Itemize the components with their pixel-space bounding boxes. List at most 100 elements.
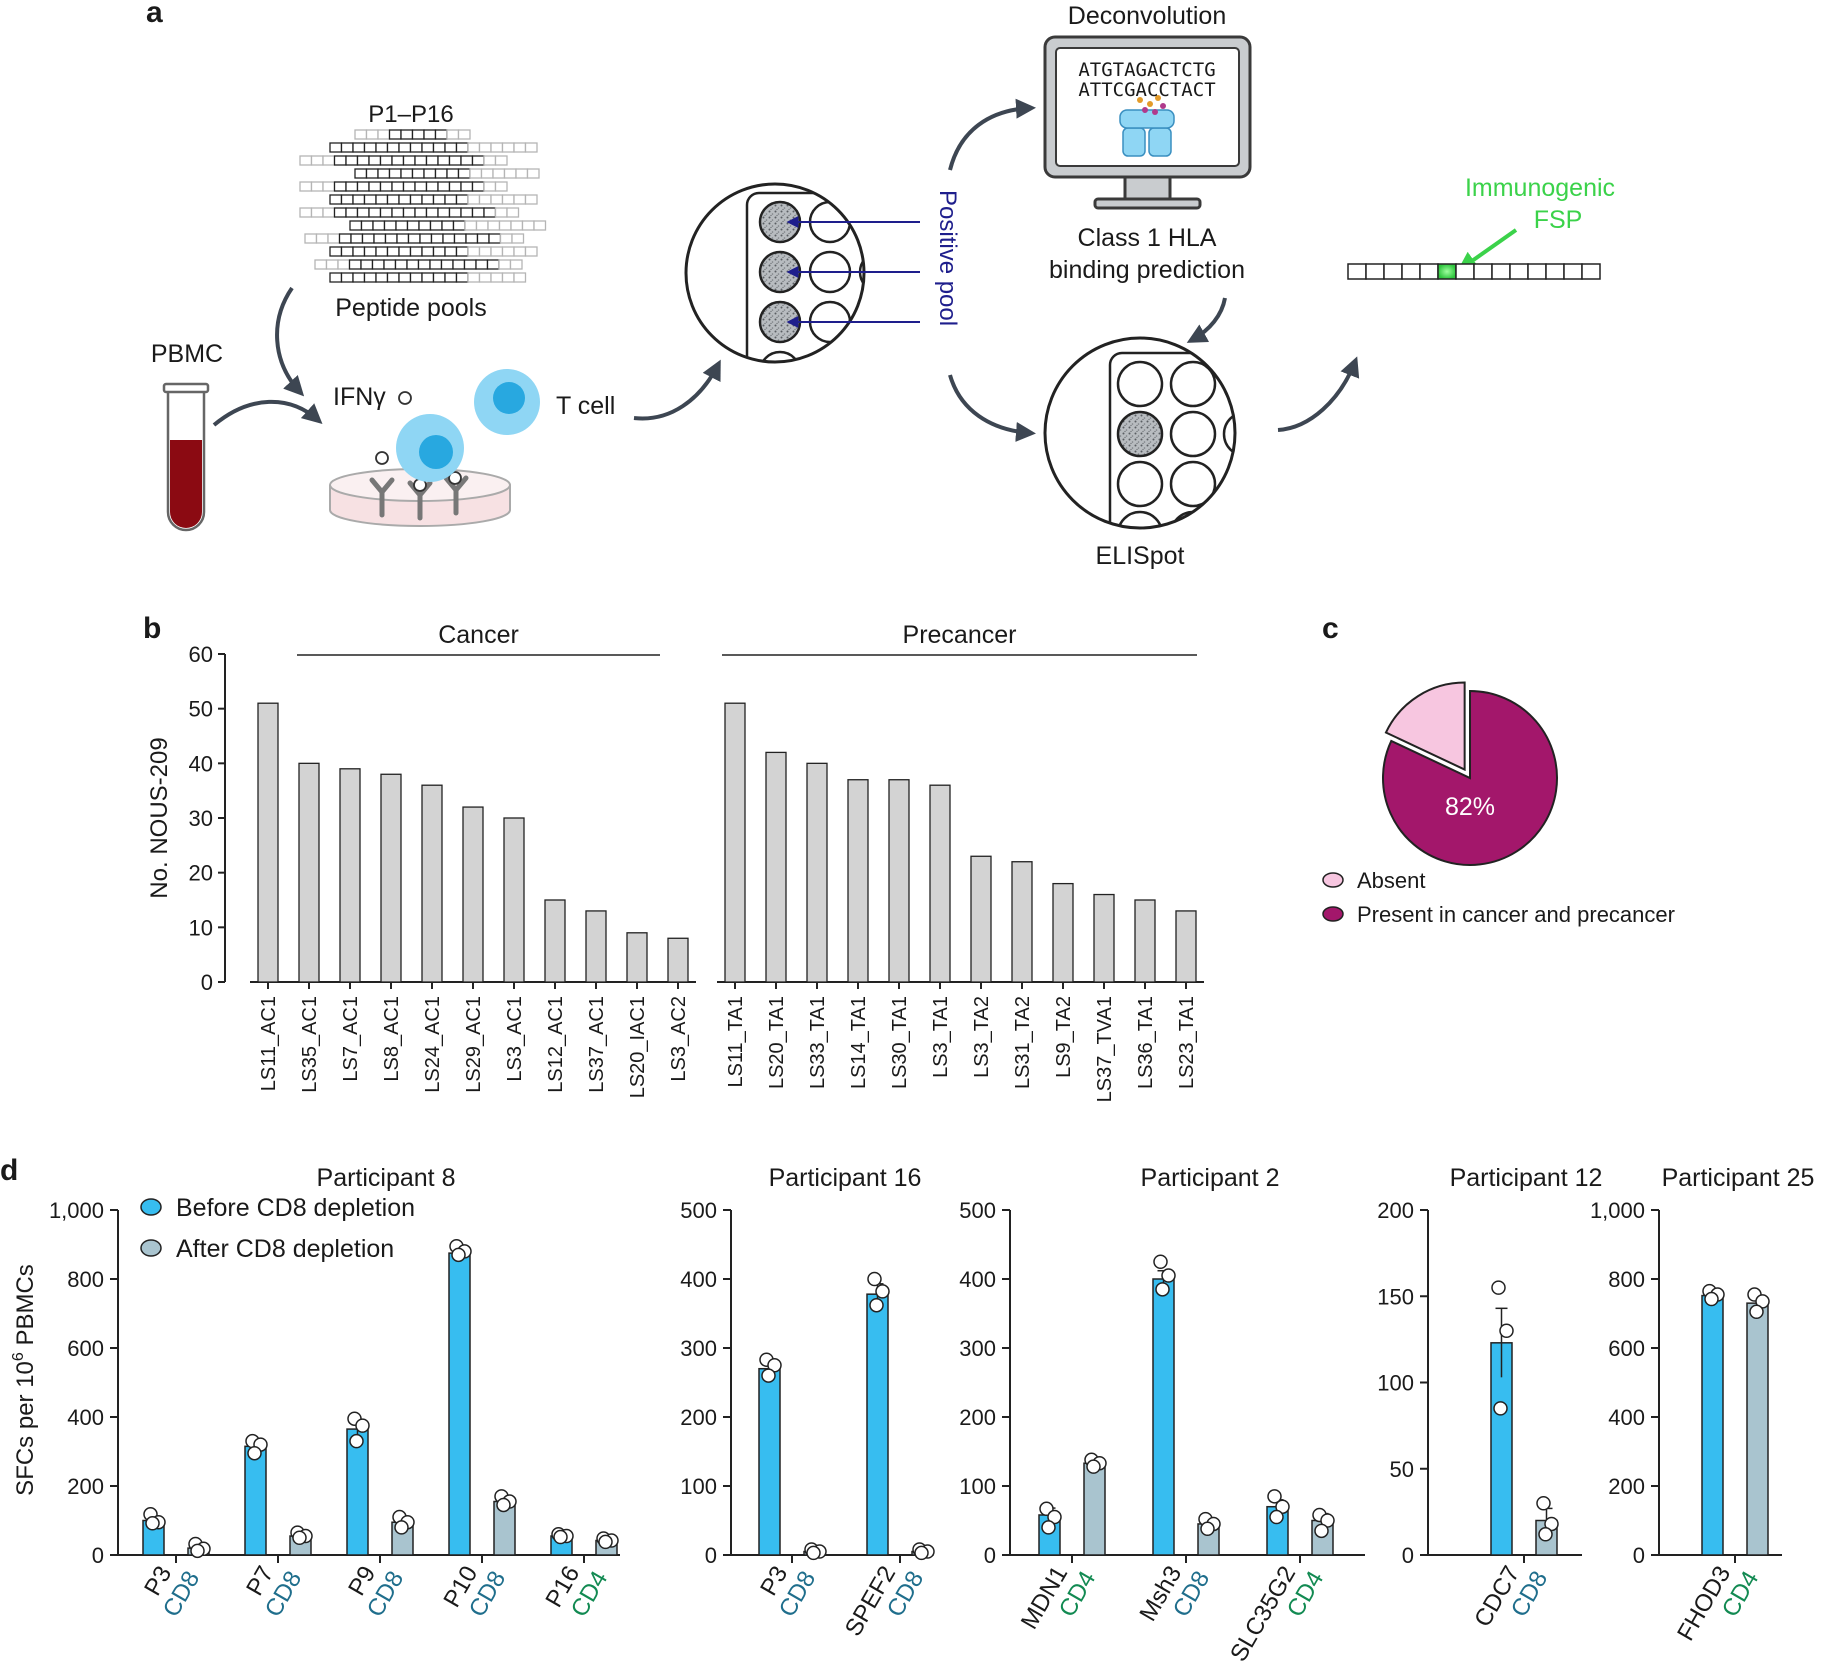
peptide-pool-strips bbox=[299, 129, 547, 283]
panel-letter-d: d bbox=[0, 1154, 18, 1187]
pool-strip-cell bbox=[460, 181, 474, 192]
data-point-d bbox=[247, 1445, 262, 1461]
pool-strip-cell bbox=[494, 181, 508, 192]
y-tick-label-d: 400 bbox=[959, 1267, 996, 1292]
subpanel-title-d: Participant 8 bbox=[317, 1164, 456, 1192]
fsp-chain-cell bbox=[1347, 263, 1367, 280]
bar-b bbox=[1134, 899, 1156, 983]
x-tick-label-b: LS3_AC2 bbox=[668, 996, 690, 1082]
bar-b bbox=[585, 910, 607, 983]
pool-strip-cell bbox=[333, 155, 347, 166]
bar-b bbox=[421, 784, 443, 983]
peptide-pools-label: Peptide pools bbox=[335, 294, 487, 322]
arrow-tcell-to-plate bbox=[633, 359, 721, 421]
group-label-b: Precancer bbox=[903, 621, 1017, 649]
data-point-d bbox=[451, 1247, 466, 1263]
x-tick-label-b: LS29_AC1 bbox=[463, 996, 485, 1093]
pool-strip-cell bbox=[510, 220, 524, 231]
x-tick-label-b: LS3_TA1 bbox=[930, 996, 952, 1078]
y-tick-label-d: 0 bbox=[92, 1543, 104, 1568]
legend-swatch-c bbox=[1322, 872, 1344, 888]
pool-strip-cell bbox=[348, 259, 362, 270]
pool-strip-cell bbox=[356, 207, 370, 218]
pool-strip-cell bbox=[425, 181, 439, 192]
pool-strip-cell bbox=[363, 142, 377, 153]
y-tick-label-b: 50 bbox=[189, 697, 213, 722]
pool-strip-cell bbox=[480, 168, 494, 179]
pool-strip-cell bbox=[384, 233, 398, 244]
pool-strip-cell bbox=[457, 129, 471, 140]
y-tick-label-d: 800 bbox=[67, 1267, 104, 1292]
bar-b bbox=[626, 932, 648, 983]
y-axis-label-d: SFCs per 106 PBMCs bbox=[10, 1264, 39, 1496]
elispot-label: ELISpot bbox=[1096, 542, 1185, 570]
pool-strip-cell bbox=[329, 272, 343, 283]
y-axis-label-d-part: PBMCs bbox=[12, 1264, 39, 1352]
ifng-molecules bbox=[375, 391, 462, 492]
pool-strip-cell bbox=[375, 194, 389, 205]
pool-strip-cell bbox=[476, 233, 490, 244]
y-tick-label-b: 20 bbox=[189, 861, 213, 886]
pool-strip-cell bbox=[406, 220, 420, 231]
pool-strip-cell bbox=[521, 220, 535, 231]
y-tick-label-d: 400 bbox=[680, 1267, 717, 1292]
pool-strip-cell bbox=[386, 272, 400, 283]
bar-b bbox=[1093, 893, 1115, 983]
pool-strip-cell bbox=[440, 259, 454, 270]
pool-strip-cell bbox=[434, 129, 448, 140]
pool-strip-cell bbox=[329, 194, 343, 205]
y-tick-label-d: 100 bbox=[1377, 1371, 1414, 1396]
pool-strip-cell bbox=[524, 142, 538, 153]
pool-strip-cell bbox=[340, 142, 354, 153]
pool-strip-cell bbox=[373, 233, 387, 244]
pool-strip-cell bbox=[411, 168, 425, 179]
y-tick-label-d: 200 bbox=[1608, 1474, 1645, 1499]
pool-strip-cell bbox=[417, 259, 431, 270]
y-tick-label-b: 0 bbox=[201, 970, 213, 995]
pool-strip-cell bbox=[444, 142, 458, 153]
pool-strip-cell bbox=[402, 155, 416, 166]
pool-strip-cell bbox=[377, 168, 391, 179]
pool-strip-cell bbox=[411, 129, 425, 140]
data-point-d bbox=[496, 1497, 511, 1513]
pool-strip-cell bbox=[448, 207, 462, 218]
pool-strip-cell bbox=[513, 246, 527, 257]
pool-strip-cell bbox=[352, 194, 366, 205]
tcell-label: T cell bbox=[556, 392, 615, 420]
pool-strip-cell bbox=[375, 142, 389, 153]
blood-tube-icon bbox=[162, 382, 210, 532]
data-point-d bbox=[190, 1543, 205, 1559]
pool-strip-cell bbox=[429, 259, 443, 270]
pool-strip-cell bbox=[434, 168, 448, 179]
pool-strip-cell bbox=[414, 155, 428, 166]
pool-strip-cell bbox=[437, 155, 451, 166]
y-tick-label-b: 60 bbox=[189, 642, 213, 667]
data-point-d bbox=[869, 1297, 884, 1313]
pool-strip-cell bbox=[383, 220, 397, 231]
x-tick-label-b: LS11_AC1 bbox=[258, 996, 280, 1091]
pool-strip-cell bbox=[524, 246, 538, 257]
pool-strip-cell bbox=[471, 207, 485, 218]
pool-strip-cell bbox=[333, 181, 347, 192]
pie-slice bbox=[1382, 689, 1558, 866]
pool-strip-cell bbox=[490, 272, 504, 283]
y-tick-label-d: 400 bbox=[1608, 1405, 1645, 1430]
bar-b bbox=[847, 779, 869, 983]
bar-b bbox=[1175, 910, 1197, 983]
bar-b bbox=[257, 702, 279, 983]
data-point-d bbox=[1536, 1496, 1551, 1511]
data-point-d bbox=[1086, 1459, 1101, 1474]
pool-strip-cell bbox=[394, 259, 408, 270]
pool-strip-cell bbox=[464, 220, 478, 231]
pool-strip-cell bbox=[400, 129, 414, 140]
y-tick-label-d: 0 bbox=[705, 1543, 717, 1568]
peptide-chain-icon bbox=[1347, 263, 1601, 280]
arrow-hla-to-elispot bbox=[1186, 297, 1227, 343]
pool-strip-cell bbox=[322, 155, 336, 166]
pool-strip-cell bbox=[386, 194, 400, 205]
pool-strip-cell bbox=[345, 207, 359, 218]
pool-strip-cell bbox=[421, 194, 435, 205]
arrow-elispot-to-fsp bbox=[1277, 356, 1360, 432]
pool-strip-cell bbox=[492, 168, 506, 179]
